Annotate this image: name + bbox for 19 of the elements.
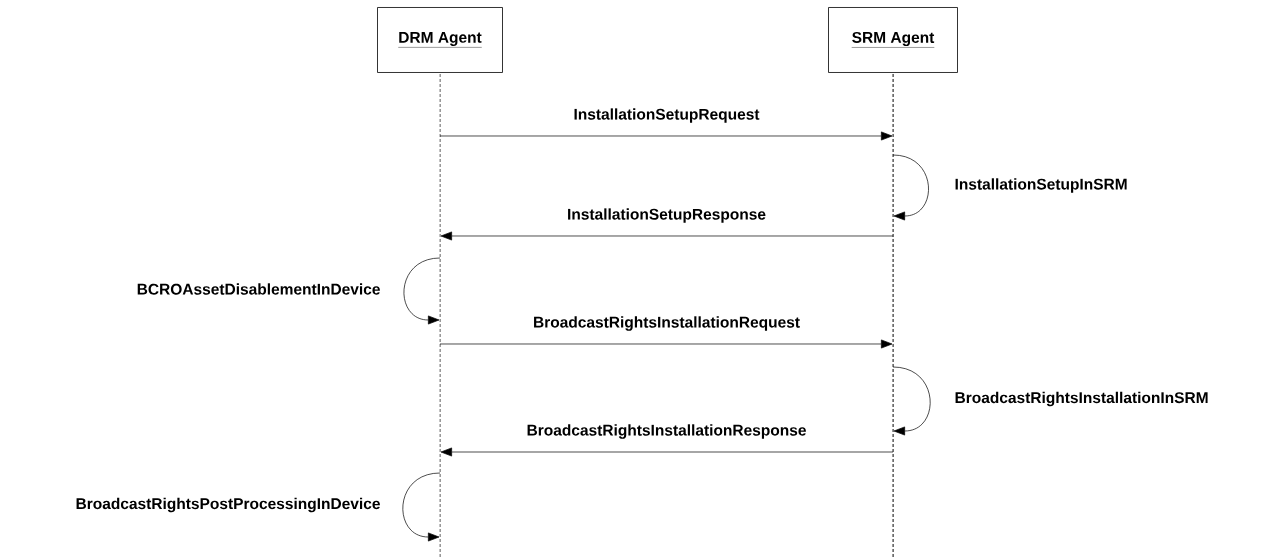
edge-label: BroadcastRightsInstallationResponse xyxy=(525,423,808,440)
message-arrow xyxy=(440,447,894,457)
edge-label: BCROAssetDisablementInDevice xyxy=(137,283,380,295)
edge-label: InstallationSetupRequest xyxy=(572,107,761,124)
edge-label: BroadcastRightsInstallationInSRM xyxy=(955,391,1208,407)
lifeline xyxy=(892,72,894,557)
self-message-arrow xyxy=(892,366,931,436)
participant-box: SRM Agent xyxy=(828,7,958,73)
message-arrow xyxy=(440,231,894,241)
edge-label: InstallationSetupInSRM xyxy=(955,178,1127,193)
message-arrow xyxy=(439,339,893,349)
message-arrow xyxy=(439,131,893,141)
edge-label: InstallationSetupResponse xyxy=(566,207,767,224)
edge-label: BroadcastRightsPostProcessingInDevice xyxy=(76,497,380,513)
edge-label: BroadcastRightsInstallationRequest xyxy=(532,315,801,332)
participant-box: DRM Agent xyxy=(377,7,503,73)
self-message-arrow xyxy=(403,257,441,325)
self-message-arrow xyxy=(892,154,929,221)
self-message-arrow xyxy=(402,472,441,542)
